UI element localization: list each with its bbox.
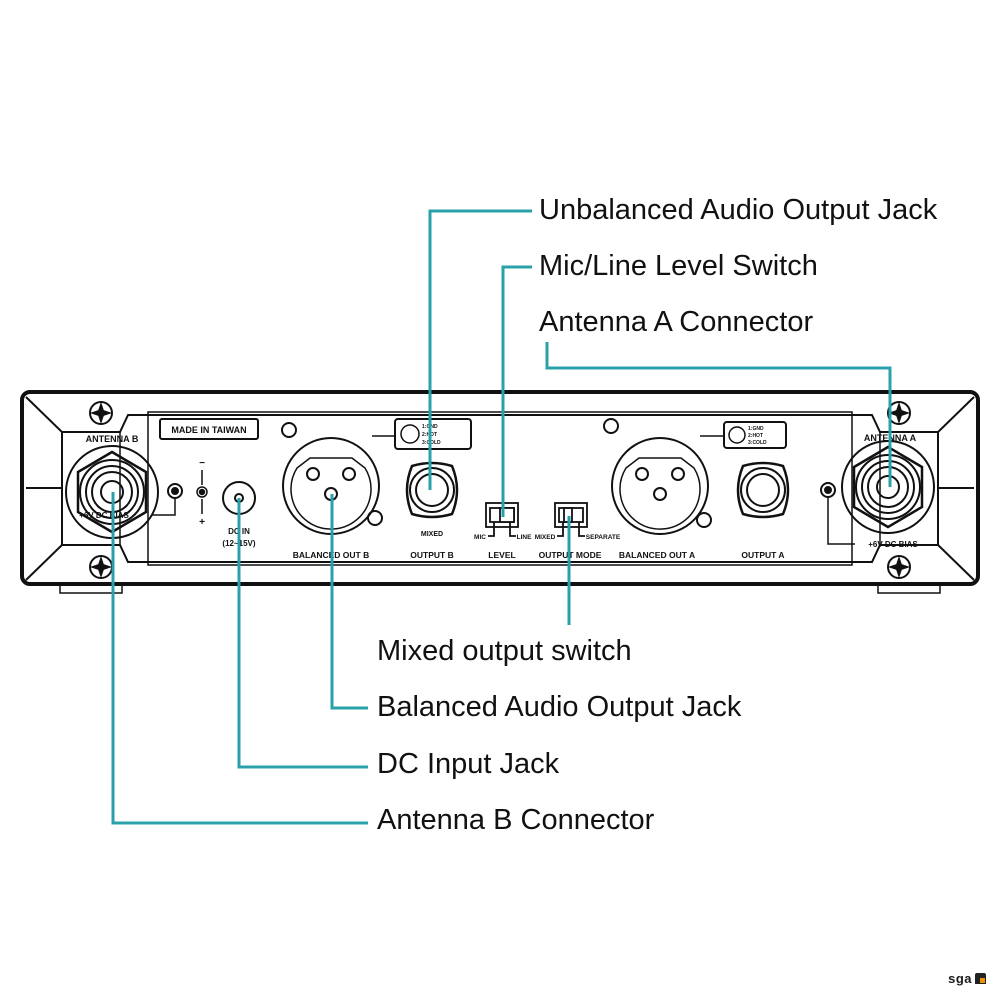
quarter-inch-jack-output-a	[736, 461, 790, 519]
logo-mark-icon	[975, 973, 986, 984]
polarity-minus: −	[199, 458, 205, 469]
output-a-label: OUTPUT A	[741, 550, 784, 560]
svg-text:3:COLD: 3:COLD	[748, 440, 767, 446]
level-switch[interactable]	[485, 502, 519, 537]
leader-unbalanced	[428, 209, 532, 490]
svg-text:2:HOT: 2:HOT	[748, 433, 763, 439]
callout-mic-line-level-switch: Mic/Line Level Switch	[539, 250, 818, 282]
made-in-badge	[159, 418, 259, 440]
bias-right-label: +6V DC BIAS	[868, 540, 918, 549]
mode-mixed-label: MIXED	[535, 534, 556, 541]
leader-balanced	[330, 494, 368, 710]
level-mic-label: MIC	[474, 534, 486, 541]
callout-balanced-audio-output-jack: Balanced Audio Output Jack	[377, 691, 742, 723]
output-mode-switch[interactable]	[554, 502, 588, 537]
dc-polarity-icon	[196, 470, 208, 514]
callout-antenna-a-connector: Antenna A Connector	[539, 306, 814, 338]
leader-dc	[237, 498, 368, 769]
output-b-label: OUTPUT B	[410, 550, 453, 560]
antenna-a-connector	[820, 440, 935, 545]
svg-text:1:GND: 1:GND	[748, 426, 764, 432]
xlr-balanced-out-a	[603, 418, 724, 535]
xlr-balanced-out-b	[281, 422, 396, 535]
leader-level	[501, 265, 532, 517]
polarity-plus: +	[199, 517, 205, 528]
level-label: LEVEL	[488, 550, 515, 560]
bias-left-label: +6V DC BIAS	[79, 511, 129, 520]
level-line-label: LINE	[517, 534, 532, 541]
quarter-inch-jack-output-b	[405, 461, 459, 519]
callout-antenna-b-connector: Antenna B Connector	[377, 804, 655, 836]
logo-text: sga	[948, 971, 972, 986]
xlr-pin-legend-a: 1:GND 2:HOT 3:COLD	[723, 421, 787, 449]
made-in-label: MADE IN TAIWAN	[171, 425, 246, 435]
mode-separate-label: SEPARATE	[586, 534, 621, 541]
xlr-pin-legend-b: 1:GND 2:HOT 3:COLD	[394, 418, 472, 450]
leader-antenna-a	[545, 342, 892, 487]
callout-unbalanced-audio-output-jack: Unbalanced Audio Output Jack	[539, 194, 938, 226]
antenna-b-label: ANTENNA B	[86, 434, 139, 444]
antenna-b-connector	[65, 445, 183, 539]
callout-dc-input-jack: DC Input Jack	[377, 748, 560, 780]
balanced-out-a-label: BALANCED OUT A	[619, 550, 695, 560]
sga-logo: sga	[948, 971, 986, 986]
leader-antenna-b	[111, 492, 368, 825]
output-b-mixed-label: MIXED	[421, 531, 443, 538]
callout-mixed-output-switch: Mixed output switch	[377, 635, 632, 667]
